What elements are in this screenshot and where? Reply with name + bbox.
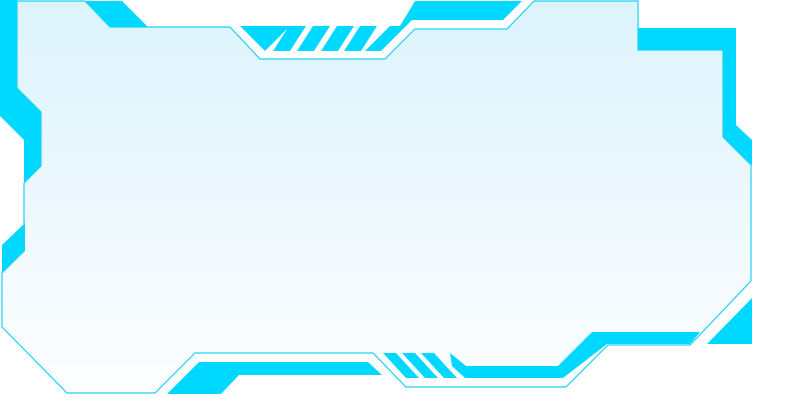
bottom-stripe [421,353,457,378]
bottom-stripe [402,353,438,378]
left-lower-tab [2,223,25,273]
top-stripe [344,26,377,51]
bottom-stripe [383,353,419,378]
bottom-left-band [167,362,382,394]
left-top-bar-upper [0,0,17,88]
top-stripe [297,26,330,51]
panel-outline [1,0,752,394]
bottom-right-band [450,332,700,378]
top-band [365,1,522,51]
top-stripe [321,26,354,51]
top-stripe [273,26,306,51]
bottom-right-triangle [707,298,752,344]
top-triangle [240,26,290,51]
panel-body [2,1,751,393]
top-left-wedge [85,1,148,27]
